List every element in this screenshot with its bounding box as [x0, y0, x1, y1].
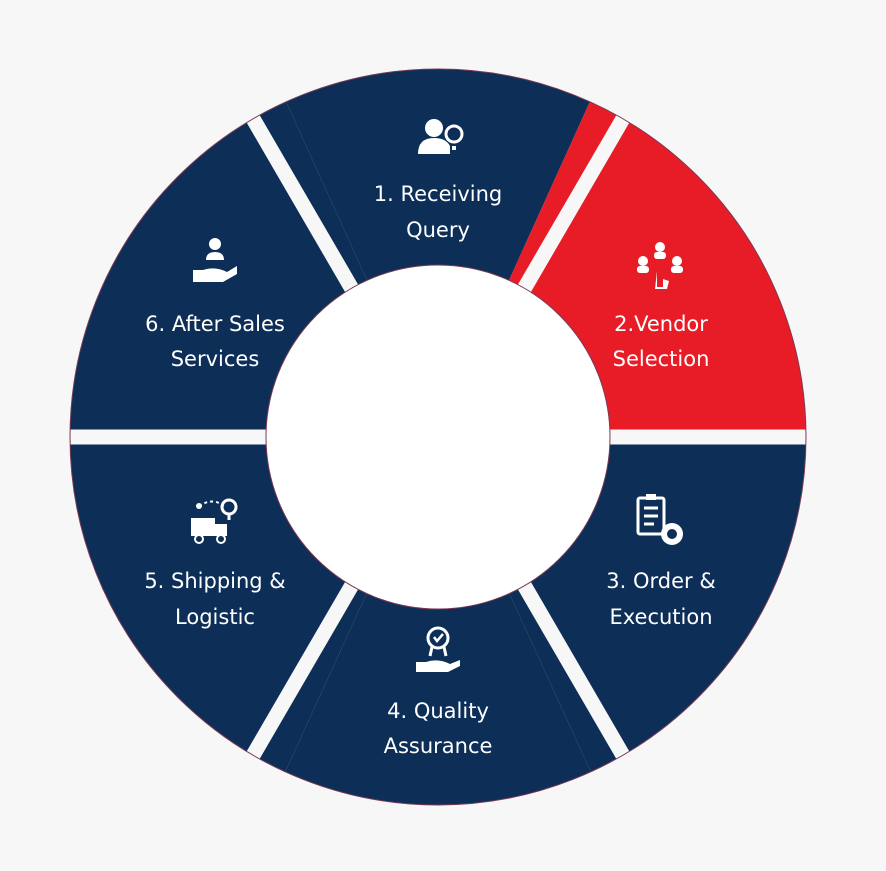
step-2-line1: 2.Vendor: [614, 312, 708, 336]
step-4-line1: 4. Quality: [387, 699, 489, 723]
step-1-line2: Query: [406, 218, 470, 242]
step-6-line2: Services: [171, 347, 260, 371]
step-2-line2: Selection: [613, 347, 710, 371]
step-1-line1: 1. Receiving: [374, 182, 502, 206]
step-3-line1: 3. Order &: [606, 569, 715, 593]
delivery-truck-icon: [191, 498, 238, 544]
award-hand-icon: [416, 626, 460, 672]
step-3-line2: Execution: [609, 605, 712, 629]
care-hand-icon: [193, 238, 237, 282]
user-question-icon: [418, 119, 464, 154]
step-6-line1: 6. After Sales: [145, 312, 285, 336]
checklist-gear-icon: [636, 494, 683, 545]
step-4-line2: Assurance: [384, 734, 493, 758]
vendor-network-icon: [637, 242, 683, 289]
center-circle: [265, 264, 611, 610]
outer-ring-outline: [69, 68, 807, 806]
step-5-line2: Logistic: [175, 605, 255, 629]
step-5-line1: 5. Shipping &: [144, 569, 285, 593]
